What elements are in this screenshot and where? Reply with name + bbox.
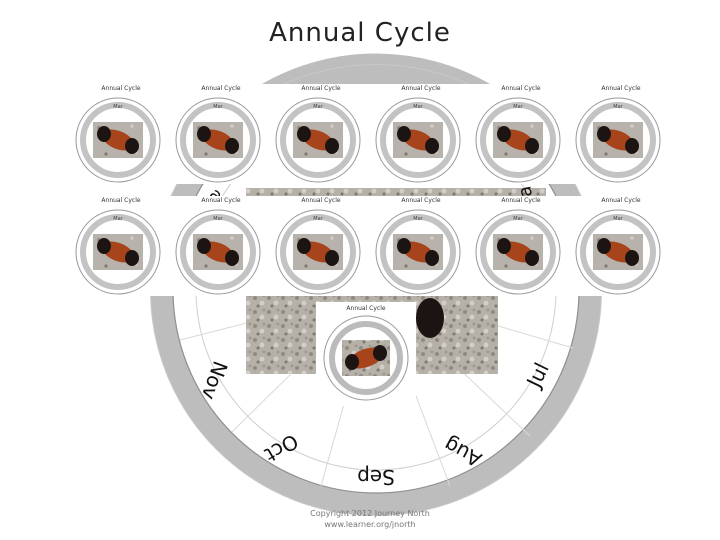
thumbnail-wheel: Mar — [575, 209, 661, 295]
thumbnail-month-label: Mar — [613, 216, 623, 222]
thumbnail-month-label: Mar — [513, 104, 523, 110]
thumbnail-title: Annual Cycle — [401, 197, 441, 204]
thumbnail-title: Annual Cycle — [201, 85, 241, 92]
copyright-url: www.learner.org/jnorth — [324, 520, 416, 529]
thumbnail-wheel: Mar — [375, 97, 461, 183]
thumbnail-month-label: Mar — [313, 104, 323, 110]
thumbnail-wheel: Mar — [175, 97, 261, 183]
thumbnail-month-label: Mar — [113, 104, 123, 110]
thumbnail-wheel: Mar — [75, 97, 161, 183]
thumbnail-month-label: Mar — [513, 216, 523, 222]
thumbnail-wheel: Mar — [275, 97, 361, 183]
thumbnail-title: Annual Cycle — [601, 85, 641, 92]
thumbnail-title: Annual Cycle — [201, 197, 241, 204]
thumbnail-wheel: Mar — [475, 97, 561, 183]
thumbnail-month-label: Mar — [113, 216, 123, 222]
thumbnail-wheel — [323, 315, 409, 401]
thumbnail-title: Annual Cycle — [401, 85, 441, 92]
thumbnail-title: Annual Cycle — [301, 85, 341, 92]
thumbnail-month-label: Mar — [613, 104, 623, 110]
thumbnail-title: Annual Cycle — [101, 85, 141, 92]
thumbnail-title: Annual Cycle — [501, 197, 541, 204]
center-thumbnail: Annual Cycle — [316, 302, 416, 406]
thumbnail-month-label: Mar — [213, 104, 223, 110]
thumbnail-title: Annual Cycle — [346, 305, 386, 312]
page-title: Annual Cycle — [269, 18, 451, 48]
copyright: Copyright 2012 Journey North www.learner… — [300, 508, 440, 530]
thumbnail-wheel: Mar — [75, 209, 161, 295]
thumbnail-month-label: Mar — [413, 104, 423, 110]
thumbnail-month-label: Mar — [313, 216, 323, 222]
partial-label-right: a — [514, 184, 537, 199]
thumbnail-wheel: Mar — [475, 209, 561, 295]
thumbnail-wheel: Mar — [575, 97, 661, 183]
month-label-nov: Nov — [197, 358, 233, 403]
thumbnail-title: Annual Cycle — [301, 197, 341, 204]
thumbnail-wheel: Mar — [175, 209, 261, 295]
thumbnail-title: Annual Cycle — [601, 197, 641, 204]
thumbnail-title: Annual Cycle — [101, 197, 141, 204]
month-label-sep: Sep — [357, 465, 395, 489]
thumbnail-month-label: Mar — [213, 216, 223, 222]
thumbnail-title: Annual Cycle — [501, 85, 541, 92]
thumbnail-wheel: Mar — [375, 209, 461, 295]
copyright-line: Copyright 2012 Journey North — [310, 509, 430, 518]
month-label-jul: Jul — [521, 359, 554, 393]
thumbnail-wheel: Mar — [275, 209, 361, 295]
outer-ring-top — [261, 53, 491, 100]
thumbnail-month-label: Mar — [413, 216, 423, 222]
